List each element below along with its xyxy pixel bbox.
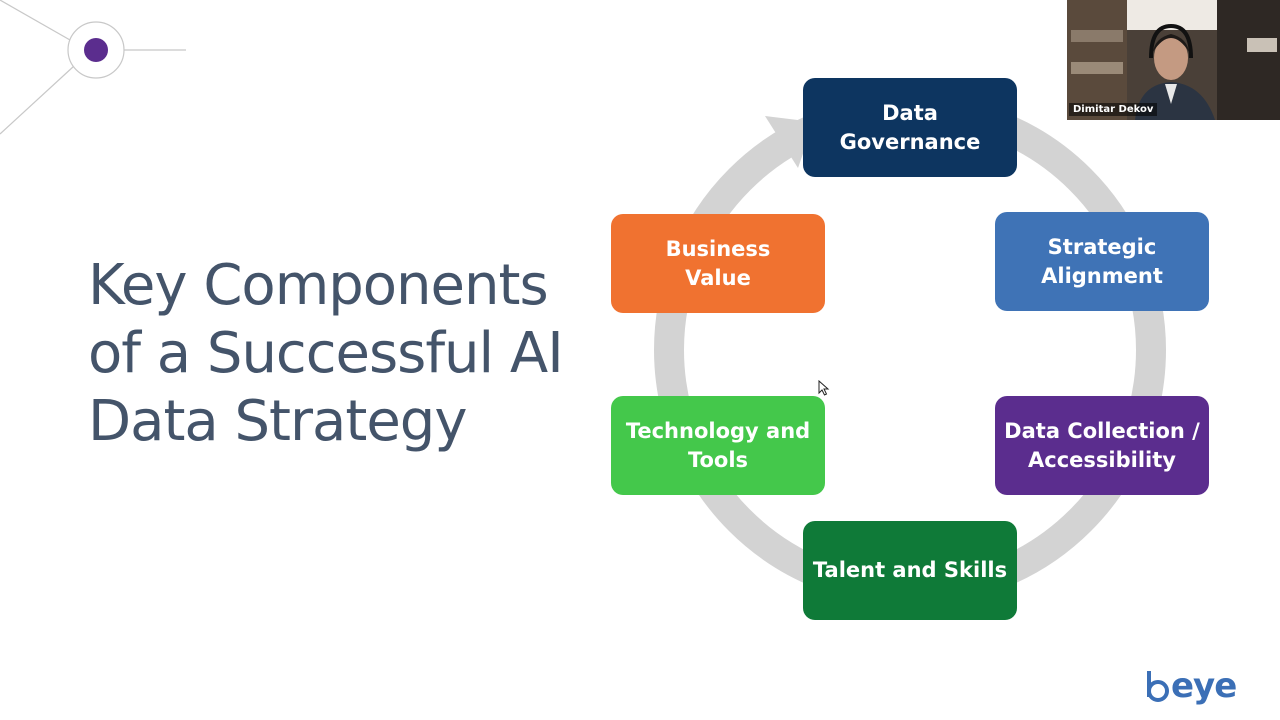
component-label: Accessibility <box>1028 447 1176 472</box>
component-strategic-alignment: Strategic Alignment <box>995 212 1209 311</box>
cycle-arrow-icon <box>765 116 814 168</box>
component-label: Value <box>685 265 751 290</box>
participant-video-tile[interactable]: Dimitar Dekov <box>1067 0 1280 120</box>
component-label: Strategic <box>1047 234 1157 259</box>
component-label: Data <box>882 100 938 125</box>
component-technology-tools: Technology and Tools <box>611 396 825 495</box>
component-data-governance: Data Governance <box>803 78 1017 177</box>
headphones-icon <box>1149 23 1193 59</box>
component-label: Data Collection / <box>1004 418 1200 443</box>
mouse-cursor-icon <box>818 380 830 396</box>
cycle-ring-track <box>654 94 1166 606</box>
title-line: Data Strategy <box>88 389 467 454</box>
corner-decoration <box>0 0 186 135</box>
title-line: of a Successful AI <box>88 321 564 386</box>
component-data-collection: Data Collection / Accessibility <box>995 396 1209 495</box>
component-label: Tools <box>687 447 749 472</box>
participant-hair <box>1153 34 1189 52</box>
brand-b-icon <box>1147 671 1169 702</box>
title-line: Key Components <box>88 253 549 318</box>
component-label: Talent and Skills <box>812 558 1008 582</box>
component-talent-skills: Talent and Skills <box>803 521 1017 620</box>
brand-logo: eye <box>1145 668 1245 704</box>
participant-head <box>1154 36 1188 80</box>
component-label: Alignment <box>1041 263 1163 288</box>
accent-dot-icon <box>84 38 108 62</box>
slide-title: Key Components of a Successful AI Data S… <box>88 252 568 456</box>
component-label: Governance <box>839 129 981 154</box>
component-label: Business <box>665 236 771 261</box>
video-background <box>1067 0 1280 120</box>
brand-logo-text: eye <box>1171 666 1237 706</box>
component-label: Technology and <box>625 418 811 443</box>
participant-name: Dimitar Dekov <box>1069 103 1158 116</box>
component-business-value: Business Value <box>611 214 825 313</box>
